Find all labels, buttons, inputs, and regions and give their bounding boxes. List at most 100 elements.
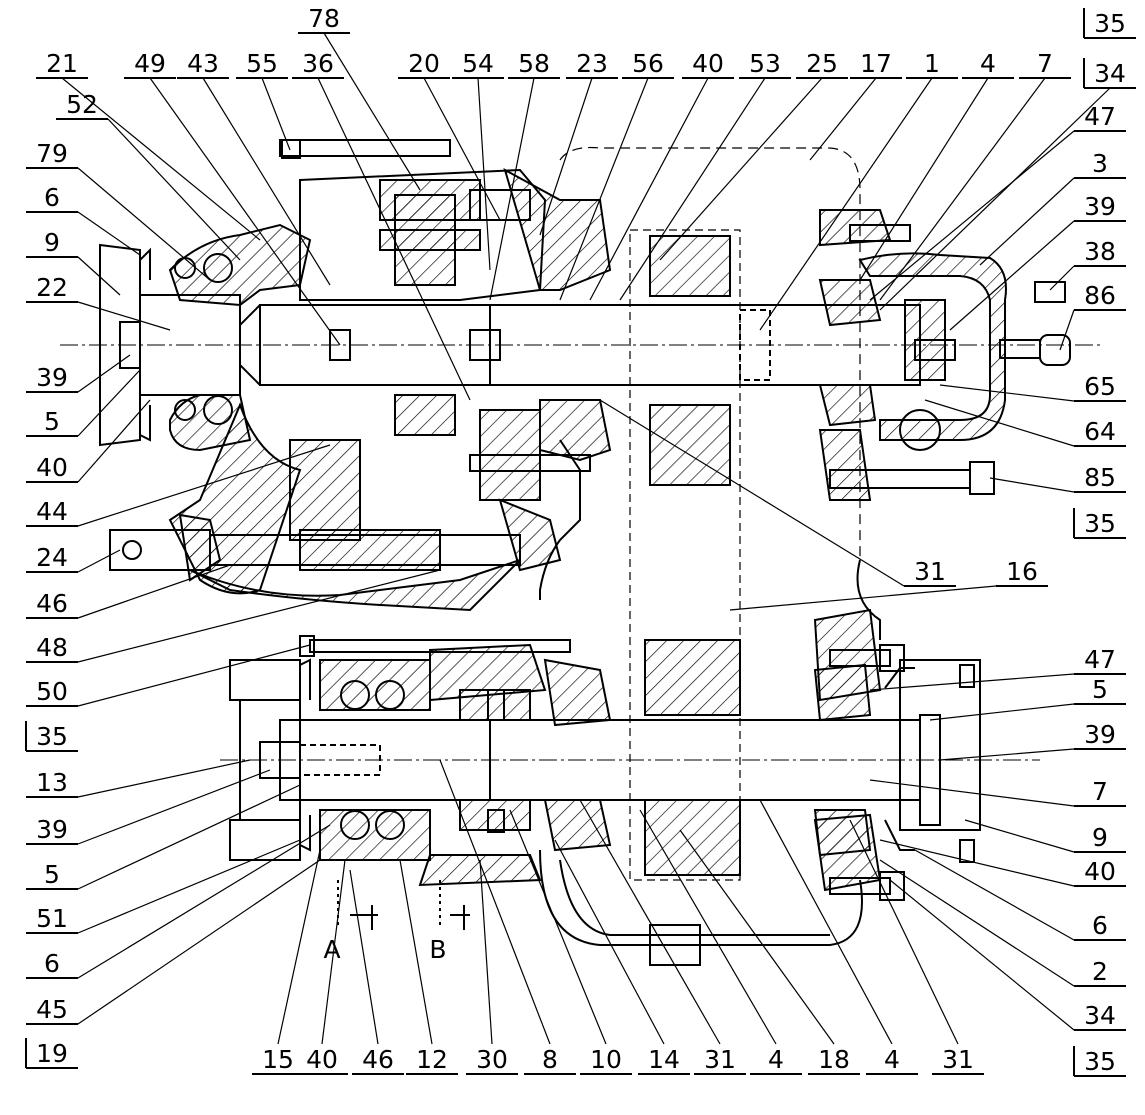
part-number-label: 54 [462, 49, 494, 78]
leader-line [939, 748, 1075, 761]
leader-line [277, 849, 321, 1045]
leader-line [77, 839, 301, 934]
part-number-label: 22 [36, 273, 68, 302]
part-number-label: 25 [806, 49, 838, 78]
leader-line [924, 399, 1075, 447]
part-number-label: 13 [36, 768, 68, 797]
part-number-label: 49 [134, 49, 166, 78]
part-number-label: 24 [36, 543, 68, 572]
part-number-label: 15 [262, 1045, 294, 1074]
leader-line [869, 673, 1075, 691]
part-number-label: 3 [1092, 149, 1108, 178]
leader-line [149, 77, 341, 346]
leader-line [77, 301, 171, 331]
part-number-label: 6 [44, 949, 60, 978]
leader-line [599, 399, 905, 587]
leader-line [77, 549, 121, 573]
part-number-label: 47 [1084, 645, 1116, 674]
part-number-label: 86 [1084, 281, 1116, 310]
part-number-label: 35 [1084, 1047, 1116, 1076]
leader-line [639, 809, 777, 1045]
part-number-label: 5 [44, 407, 60, 436]
part-number-label: 40 [306, 1045, 338, 1074]
part-number-label: 6 [44, 183, 60, 212]
leader-line [579, 799, 721, 1045]
leader-line [77, 256, 121, 296]
lower-shaft [220, 635, 1040, 930]
leader-line [539, 77, 593, 236]
leader-line [77, 564, 231, 619]
part-number-label: 12 [416, 1045, 448, 1074]
part-number-label: 20 [408, 49, 440, 78]
leader-line [679, 829, 835, 1045]
leader-line [77, 784, 301, 890]
leader-line [659, 77, 823, 261]
leader-line [929, 703, 1075, 721]
part-number-label: 5 [44, 860, 60, 889]
upper-shaft [60, 139, 1100, 612]
leader-line [964, 819, 1075, 853]
part-number-label: 30 [476, 1045, 508, 1074]
part-number-label: 39 [36, 363, 68, 392]
part-number-label: 31 [914, 557, 946, 586]
part-number-label: 50 [36, 677, 68, 706]
part-number-label: 43 [187, 49, 219, 78]
leader-line [509, 809, 607, 1045]
leader-line [559, 77, 649, 301]
leader-line [879, 87, 1111, 311]
part-number-label: 21 [46, 49, 78, 78]
leader-line [61, 77, 261, 241]
part-number-label: 51 [36, 904, 68, 933]
leader-line [589, 77, 709, 301]
part-number-label: 58 [518, 49, 550, 78]
part-number-label: 6 [1092, 911, 1108, 940]
part-number-label: 9 [1092, 823, 1108, 852]
part-number-label: 39 [36, 815, 68, 844]
leader-line [554, 839, 665, 1045]
part-number-label: 38 [1084, 237, 1116, 266]
part-number-label: 4 [980, 49, 996, 78]
part-number-label: 2 [1092, 957, 1108, 986]
leader-line [809, 77, 877, 161]
leader-line [879, 839, 1075, 887]
part-number-label: 48 [36, 633, 68, 662]
part-number-label: 35 [36, 722, 68, 751]
part-number-label: 65 [1084, 372, 1116, 401]
leader-line [399, 859, 433, 1045]
part-number-label: 9 [44, 228, 60, 257]
leader-line [759, 799, 893, 1045]
part-number-label: 8 [542, 1045, 558, 1074]
part-number-label: 4 [884, 1045, 900, 1074]
part-number-label: 55 [246, 49, 278, 78]
leader-line [849, 819, 959, 1045]
leader-line [889, 879, 1075, 1031]
part-number-label: 18 [818, 1045, 850, 1074]
part-number-label: 4 [768, 1045, 784, 1074]
part-number-label: 31 [704, 1045, 736, 1074]
leader-line [859, 77, 989, 281]
part-number-label: 34 [1094, 59, 1126, 88]
part-number-label: 39 [1084, 720, 1116, 749]
leader-line [1059, 309, 1075, 351]
leader-line [979, 177, 1075, 266]
part-number-label: 44 [36, 497, 68, 526]
leader-lines [25, 8, 1136, 1077]
part-number-label: 14 [648, 1045, 680, 1074]
leader-line [321, 859, 346, 1045]
leader-line [879, 77, 1046, 301]
leader-line [949, 220, 1075, 331]
leader-line [77, 759, 251, 798]
part-number-label: 36 [302, 49, 334, 78]
leader-line [879, 859, 1075, 987]
part-number-label: 46 [362, 1045, 394, 1074]
leader-line [989, 477, 1075, 493]
leader-line [77, 369, 141, 437]
part-number-label: 35 [1084, 509, 1116, 538]
part-number-label: 16 [1006, 557, 1038, 586]
leader-line [77, 167, 211, 281]
part-number-label: 40 [692, 49, 724, 78]
leader-line [1049, 265, 1075, 291]
leader-line [77, 399, 151, 483]
